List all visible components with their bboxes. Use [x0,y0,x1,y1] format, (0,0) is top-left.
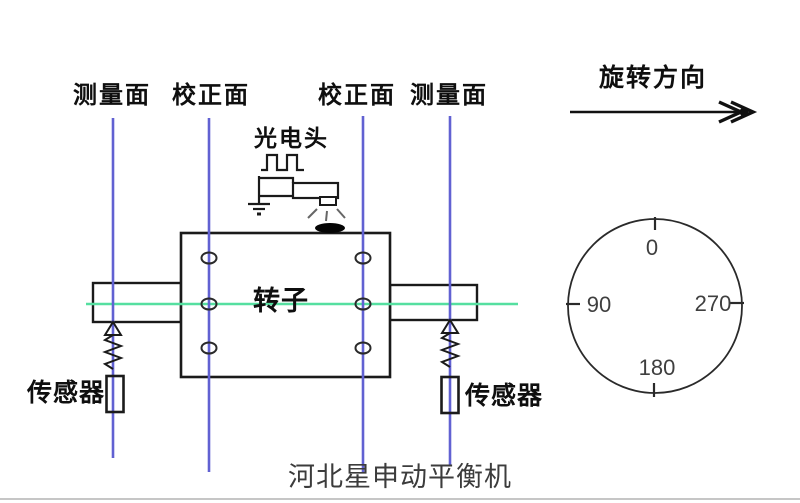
reflective-mark [315,223,345,233]
sensor-box-right [440,375,460,415]
photocell-nozzle [319,196,337,206]
balance-hole [354,251,372,265]
plane-lines [111,116,452,472]
rotation-arrow-chevron [730,100,758,124]
shaft-right [388,283,479,322]
photocell-body [291,181,340,200]
balance-hole [200,297,218,311]
rotor-label: 转子 [253,286,309,316]
photocell-wire-top [259,176,295,183]
plane-label-correct-left: 校正面 [172,82,250,109]
photocell-head-label: 光电头 [254,125,329,151]
balance-holes [200,251,372,355]
spring-left [102,320,124,370]
angle-dial [566,217,744,397]
shaft-left [91,281,183,324]
spring-zigzag-icon [439,332,461,368]
balance-hole [354,341,372,355]
plane-label-measure-left: 测量面 [73,82,151,109]
page-title: 河北星申动平衡机 [288,462,512,492]
sensor-label-right: 传感器 [465,382,544,410]
sensor-label-left: 传感器 [27,379,106,407]
plane-label-measure-right: 测量面 [410,82,488,109]
sensor-box-left [105,374,125,414]
balance-hole [200,341,218,355]
dial-number-90: 90 [586,292,612,317]
balance-hole [200,251,218,265]
balance-hole [354,297,372,311]
dial-number-180: 180 [638,355,676,380]
spring-right [439,318,461,368]
plane-label-correct-right: 校正面 [318,82,396,109]
dial-number-270: 270 [694,291,732,316]
rotation-arrow-dot [739,107,749,117]
rotation-arrow [570,100,758,124]
rotation-direction-label: 旋转方向 [599,64,708,92]
dial-number-0: 0 [645,235,659,260]
light-rays-icon [307,208,346,222]
spring-zigzag-icon [102,334,124,370]
photocell-head [248,153,346,222]
ground-icon [248,202,270,216]
pulse-signal-icon [261,153,304,172]
